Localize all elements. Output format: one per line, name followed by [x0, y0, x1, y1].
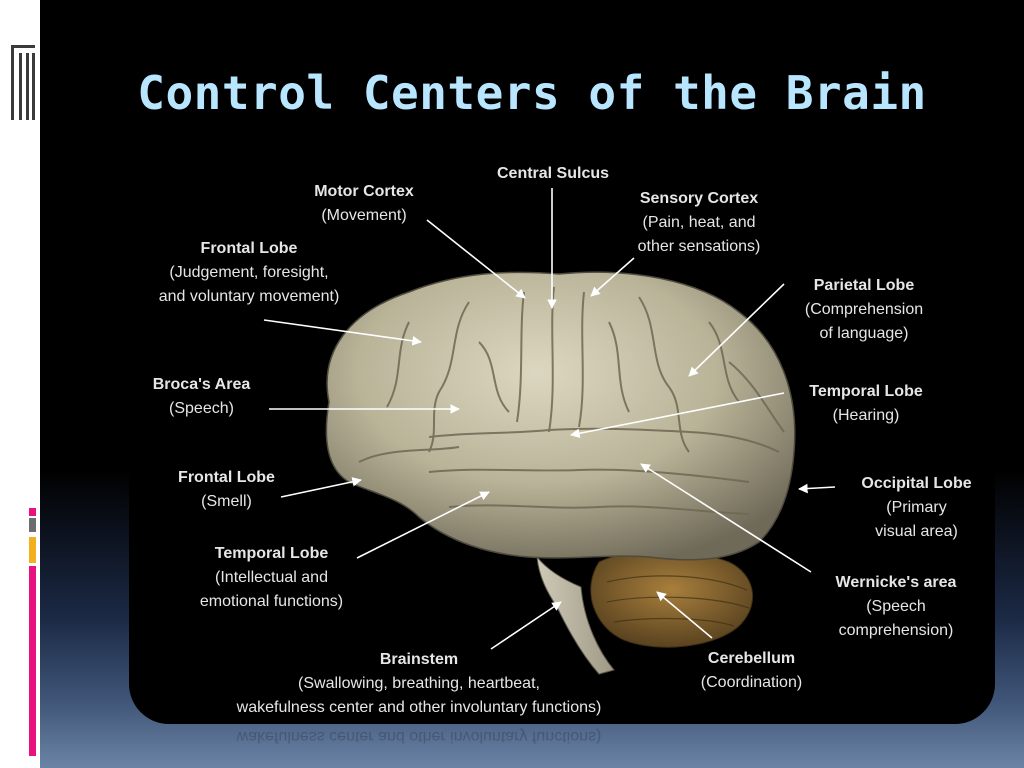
reflection-text: wakefulness center and other involuntary… [236, 728, 602, 745]
label-temporal-lobe-hearing: Temporal Lobe (Hearing) [809, 383, 923, 424]
label-wernickes-area: Wernicke's area (Speech comprehension) [835, 574, 957, 639]
accent-bar-gray [29, 518, 36, 532]
cerebellum-shape [590, 550, 754, 648]
label-central-sulcus: Central Sulcus [496, 165, 610, 182]
label-motor-cortex: Motor Cortex (Movement) [314, 183, 414, 224]
label-sensory-cortex: Sensory Cortex (Pain, heat, and other se… [637, 190, 761, 255]
label-cerebellum: Cerebellum (Coordination) [700, 650, 803, 691]
label-arrows [263, 188, 836, 650]
label-parietal-lobe: Parietal Lobe (Comprehension of language… [804, 277, 924, 342]
window-pane-icon [11, 45, 35, 120]
label-brocas-area: Broca's Area (Speech) [152, 376, 251, 417]
brain-diagram: Central Sulcus Motor Cortex (Movement) S… [129, 162, 995, 724]
slide-title: Control Centers of the Brain [137, 66, 927, 120]
accent-bar-pink-long [29, 566, 36, 756]
label-brainstem: Brainstem (Swallowing, breathing, heartb… [236, 651, 602, 716]
brain-illustration [263, 188, 836, 675]
label-temporal-lobe-intellectual: Temporal Lobe (Intellectual and emotiona… [199, 545, 344, 610]
accent-bar-gold [29, 537, 36, 563]
slide-left-strip [0, 0, 40, 768]
brainstem-shape [536, 555, 615, 675]
accent-bar-pink [29, 508, 36, 516]
label-occipital-lobe: Occipital Lobe (Primary visual area) [861, 475, 972, 540]
label-frontal-lobe-judgement: Frontal Lobe (Judgement, foresight, and … [158, 240, 340, 305]
label-frontal-lobe-smell: Frontal Lobe (Smell) [178, 469, 275, 510]
diagram-reflection: wakefulness center and other involuntary… [129, 726, 995, 768]
